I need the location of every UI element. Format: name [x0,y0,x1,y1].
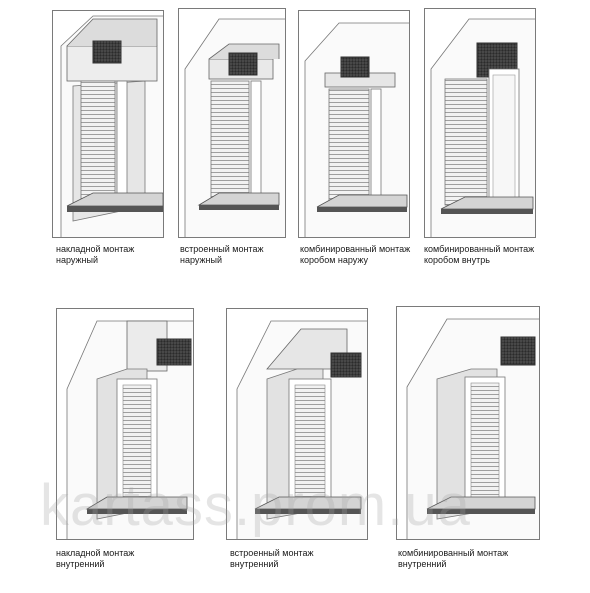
caption-combined-internal: комбинированный монтаж внутренний [398,548,508,570]
mounting-illustration [430,18,535,237]
caption-line-1: встроенный монтаж [230,548,314,558]
caption-built-in-internal: встроенный монтаж внутренний [230,548,313,570]
caption-line-1: комбинированный монтаж [300,244,411,254]
caption-line-2: наружный [180,255,222,265]
caption-line-2: коробом внутрь [424,255,490,265]
mounting-illustration [304,22,409,237]
caption-line-1: накладной монтаж [56,244,135,254]
diagram-panel-built-in-external [178,8,286,238]
caption-combined-box-outside: комбинированный монтаж коробом наружу [300,244,410,266]
caption-line-1: комбинированный монтаж [398,548,509,558]
diagram-panel-combined-box-outside [298,10,410,238]
diagram-panel-overlay-internal [56,308,194,540]
diagram-panel-combined-box-inside [424,8,536,238]
caption-line-2: внутренний [398,559,447,569]
mounting-illustration [406,318,539,539]
caption-line-1: накладной монтаж [56,548,135,558]
diagram-panel-combined-internal [396,306,540,540]
caption-line-1: встроенный монтаж [180,244,264,254]
caption-combined-box-inside: комбинированный монтаж коробом внутрь [424,244,534,266]
caption-overlay-internal: накладной монтаж внутренний [56,548,134,570]
caption-overlay-external: накладной монтаж наружный [56,244,134,266]
diagram-panel-overlay-external [52,10,164,238]
mounting-illustration [66,320,193,539]
caption-built-in-external: встроенный монтаж наружный [180,244,263,266]
caption-line-2: коробом наружу [300,255,369,265]
caption-line-2: внутренний [230,559,279,569]
mounting-illustration [60,15,163,237]
caption-line-2: наружный [56,255,98,265]
watermark-text: kartass.prom.ua [40,473,471,538]
diagram-panel-built-in-internal [226,308,368,540]
mounting-illustration [236,320,367,539]
mounting-illustration [184,18,285,237]
caption-line-2: внутренний [56,559,105,569]
caption-line-1: комбинированный монтаж [424,244,535,254]
